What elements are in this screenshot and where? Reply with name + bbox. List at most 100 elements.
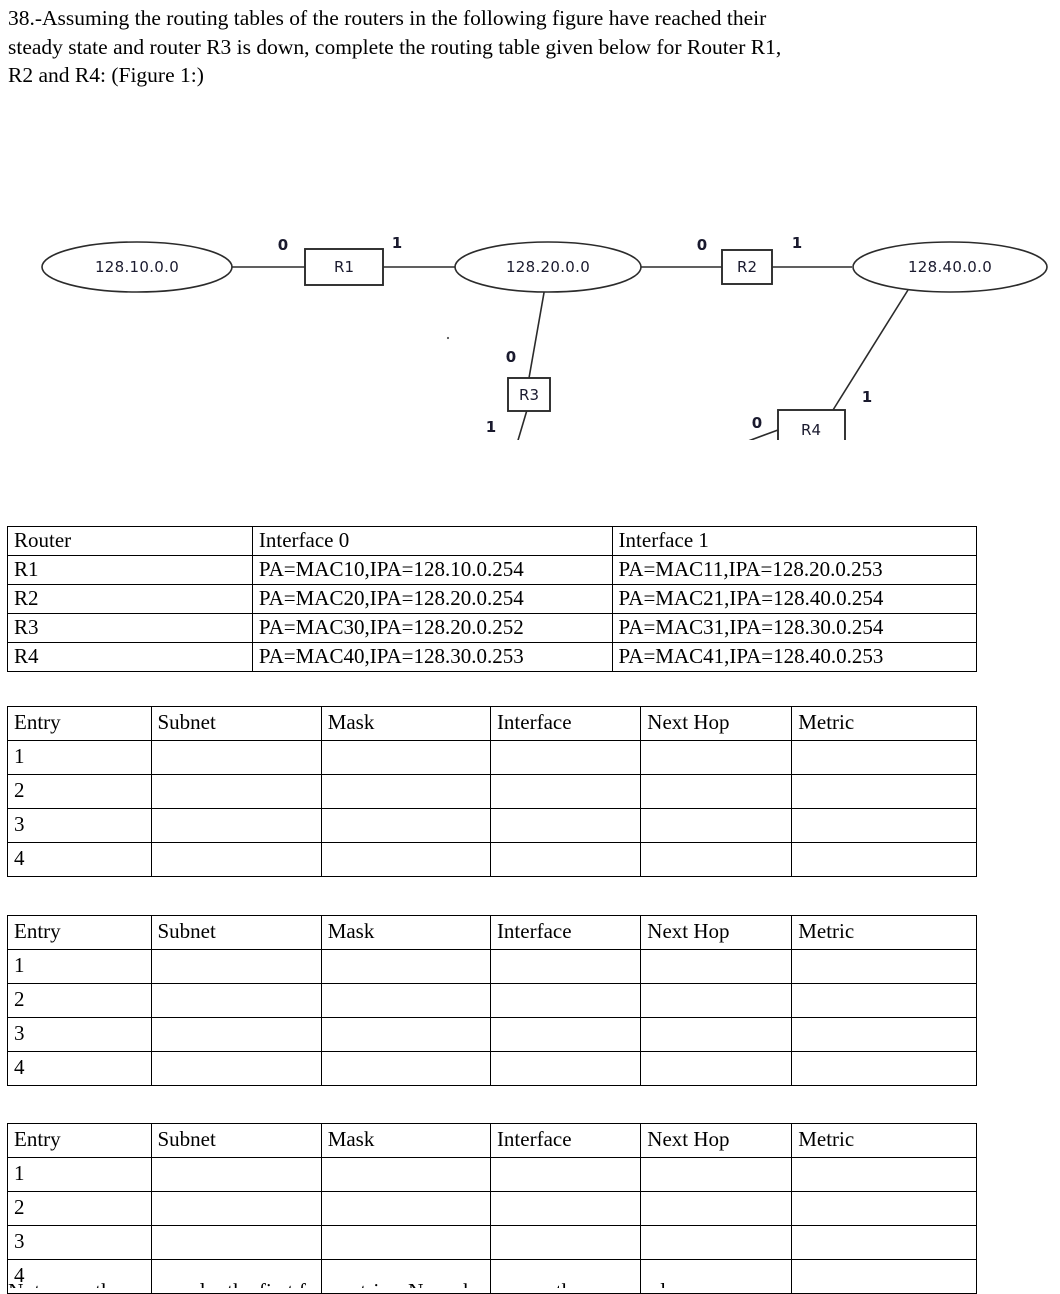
question-line-1: 38.-Assuming the routing tables of the r…	[8, 6, 767, 30]
rt1-cell-subnet[interactable]	[150, 740, 322, 775]
table-header-row: Entry Subnet Mask Interface Next Hop Met…	[7, 706, 977, 741]
iface-th-interface0: Interface 0	[251, 526, 613, 556]
rt3-cell-subnet[interactable]	[150, 1157, 322, 1192]
rt3-cell-mask[interactable]	[320, 1157, 491, 1192]
rt3-cell-entry: 2	[7, 1191, 152, 1226]
rt1-cell-next-hop[interactable]	[640, 842, 793, 877]
rt2-cell-next-hop[interactable]	[640, 983, 793, 1018]
rt1-cell-next-hop[interactable]	[640, 808, 793, 843]
rt3-cell-subnet[interactable]	[150, 1225, 322, 1260]
rt3-cell-mask[interactable]	[320, 1191, 491, 1226]
table-row: 3	[7, 1017, 977, 1052]
rt2-cell-next-hop[interactable]	[640, 1051, 793, 1086]
network-ellipse-128-10	[41, 241, 233, 293]
rt3-cell-entry: 3	[7, 1225, 152, 1260]
rt1-cell-subnet[interactable]	[150, 808, 322, 843]
rt2-th-metric: Metric	[791, 915, 977, 950]
rt2-cell-mask[interactable]	[320, 949, 491, 984]
rt2-cell-subnet[interactable]	[150, 1017, 322, 1052]
rt2-cell-next-hop[interactable]	[640, 949, 793, 984]
rt1-cell-mask[interactable]	[320, 774, 491, 809]
rt2-cell-mask[interactable]	[320, 983, 491, 1018]
network-label-128-10: 128.10.0.0	[95, 258, 179, 276]
iface-cell-if1: PA=MAC11,IPA=128.20.0.253	[611, 555, 978, 585]
rt2-cell-subnet[interactable]	[150, 983, 322, 1018]
table-row: R4 PA=MAC40,IPA=128.30.0.253 PA=MAC41,IP…	[7, 642, 978, 672]
port-label-r3-iface1: 1	[486, 418, 496, 436]
table-row: 2	[7, 1191, 977, 1226]
rt2-cell-entry: 2	[7, 983, 152, 1018]
rt1-cell-metric[interactable]	[791, 842, 977, 877]
table-row: 1	[7, 740, 977, 775]
link-r3-net30	[517, 409, 528, 440]
table-row: 2	[7, 983, 977, 1018]
rt1-cell-metric[interactable]	[791, 740, 977, 775]
rt2-th-subnet: Subnet	[150, 915, 322, 950]
routing-table-r1: Entry Subnet Mask Interface Next Hop Met…	[7, 706, 977, 877]
rt3-cell-mask[interactable]	[320, 1225, 491, 1260]
network-label-128-40: 128.40.0.0	[908, 258, 992, 276]
router-label-r3: R3	[519, 386, 539, 404]
rt1-cell-interface[interactable]	[489, 808, 642, 843]
rt2-cell-subnet[interactable]	[150, 1051, 322, 1086]
rt3-th-interface: Interface	[489, 1123, 642, 1158]
rt2-cell-mask[interactable]	[320, 1017, 491, 1052]
rt3-cell-interface[interactable]	[489, 1225, 642, 1260]
question-line-2: steady state and router R3 is down, comp…	[8, 34, 782, 59]
rt2-cell-next-hop[interactable]	[640, 1017, 793, 1052]
rt1-cell-metric[interactable]	[791, 774, 977, 809]
rt1-th-entry: Entry	[7, 706, 152, 741]
rt2-cell-metric[interactable]	[791, 1017, 977, 1052]
rt3-cell-interface[interactable]	[489, 1157, 642, 1192]
link-r4-net40	[832, 289, 909, 411]
table-row: 3	[7, 1225, 977, 1260]
rt3-cell-metric[interactable]	[791, 1157, 977, 1192]
rt1-cell-interface[interactable]	[489, 740, 642, 775]
rt3-cell-next-hop[interactable]	[640, 1191, 793, 1226]
rt1-cell-mask[interactable]	[320, 808, 491, 843]
rt2-cell-interface[interactable]	[489, 949, 642, 984]
rt2-cell-subnet[interactable]	[150, 949, 322, 984]
rt3-cell-metric[interactable]	[791, 1191, 977, 1226]
rt2-cell-mask[interactable]	[320, 1051, 491, 1086]
rt3-cell-metric[interactable]	[791, 1225, 977, 1260]
rt1-cell-interface[interactable]	[489, 842, 642, 877]
table-header-row: Entry Subnet Mask Interface Next Hop Met…	[7, 915, 977, 950]
rt3-cell-interface[interactable]	[489, 1191, 642, 1226]
rt3-cell-subnet[interactable]	[150, 1191, 322, 1226]
rt1-cell-entry: 1	[7, 740, 152, 775]
rt2-cell-interface[interactable]	[489, 1017, 642, 1052]
iface-cell-if0: PA=MAC40,IPA=128.30.0.253	[251, 642, 613, 672]
rt3-cell-next-hop[interactable]	[640, 1225, 793, 1260]
iface-cell-if0: PA=MAC20,IPA=128.20.0.254	[251, 584, 613, 614]
question-text: 38.-Assuming the routing tables of the r…	[8, 4, 948, 90]
rt1-cell-mask[interactable]	[320, 740, 491, 775]
rt2-th-next-hop: Next Hop	[640, 915, 793, 950]
network-ellipse-128-20	[454, 241, 642, 293]
table-row: 4	[7, 1051, 977, 1086]
rt1-cell-interface[interactable]	[489, 774, 642, 809]
rt1-cell-next-hop[interactable]	[640, 774, 793, 809]
routing-table-r2: Entry Subnet Mask Interface Next Hop Met…	[7, 915, 977, 1086]
rt2-cell-metric[interactable]	[791, 949, 977, 984]
rt1-cell-subnet[interactable]	[150, 774, 322, 809]
rt3-cell-next-hop[interactable]	[640, 1157, 793, 1192]
port-label-r4-iface0: 0	[752, 414, 762, 432]
rt1-th-next-hop: Next Hop	[640, 706, 793, 741]
routing-table-r4: Entry Subnet Mask Interface Next Hop Met…	[7, 1123, 977, 1294]
rt1-cell-metric[interactable]	[791, 808, 977, 843]
rt2-cell-metric[interactable]	[791, 1051, 977, 1086]
rt2-th-mask: Mask	[320, 915, 491, 950]
iface-cell-if1: PA=MAC31,IPA=128.30.0.254	[611, 613, 978, 643]
rt2-cell-interface[interactable]	[489, 983, 642, 1018]
rt1-cell-next-hop[interactable]	[640, 740, 793, 775]
iface-cell-if1: PA=MAC21,IPA=128.40.0.254	[611, 584, 978, 614]
rt2-cell-interface[interactable]	[489, 1051, 642, 1086]
iface-cell-router: R1	[7, 555, 253, 585]
rt1-cell-mask[interactable]	[320, 842, 491, 877]
rt2-cell-metric[interactable]	[791, 983, 977, 1018]
rt1-th-metric: Metric	[791, 706, 977, 741]
port-label-r1-iface0: 0	[278, 236, 288, 254]
rt2-th-entry: Entry	[7, 915, 152, 950]
rt1-cell-subnet[interactable]	[150, 842, 322, 877]
